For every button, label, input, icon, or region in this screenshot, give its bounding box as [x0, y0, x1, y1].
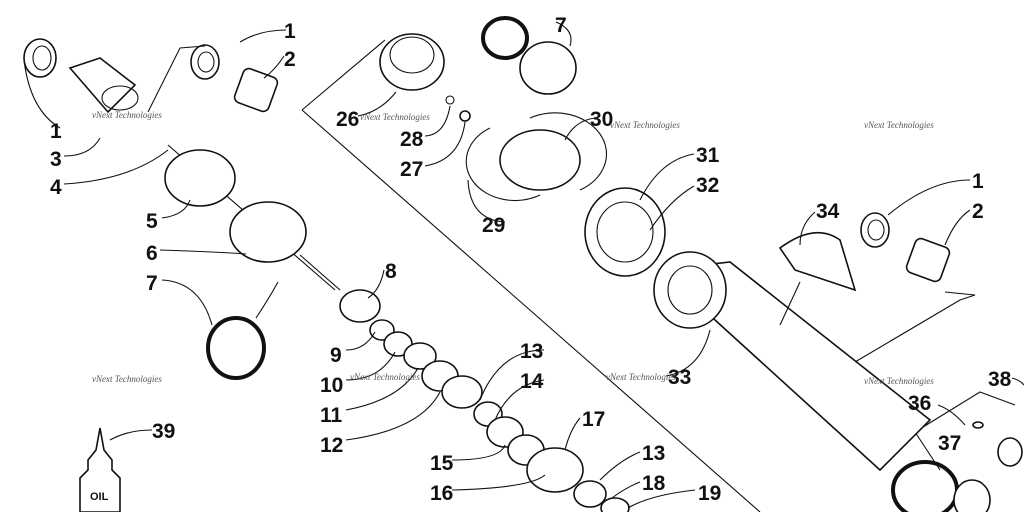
callout-14: 14: [520, 370, 544, 393]
callout-17: 17: [582, 408, 605, 431]
watermark: vNext Technologies: [360, 112, 430, 122]
callout-7-top: 7: [555, 14, 567, 37]
callout-29: 29: [482, 214, 505, 237]
oil-label: OIL: [90, 491, 109, 503]
callout-33: 33: [668, 366, 691, 389]
callout-labels: 1 2 1 3 4 5 6 7 7 8 9 10 11 12 13 14 15 …: [50, 14, 1012, 505]
watermark: vNext Technologies: [92, 110, 162, 120]
watermark: vNext Technologies: [606, 372, 676, 382]
oil-bottle: [79, 427, 121, 512]
callout-1-right: 1: [972, 170, 984, 193]
watermark: vNext Technologies: [864, 376, 934, 386]
watermark: vNext Technologies: [92, 374, 162, 384]
callout-18: 18: [642, 472, 666, 495]
callout-31: 31: [696, 144, 720, 167]
callout-13-lower: 13: [642, 442, 665, 465]
leader-lines: [23, 21, 1024, 509]
o-ring-lower-right: [891, 460, 959, 512]
callout-6: 6: [146, 242, 158, 265]
callout-12: 12: [320, 434, 343, 457]
watermark: vNext Technologies: [610, 120, 680, 130]
spring-body: [653, 251, 932, 472]
callout-1-top: 1: [284, 20, 296, 43]
callout-15: 15: [430, 452, 454, 475]
callout-5: 5: [146, 210, 158, 233]
callout-11: 11: [320, 404, 343, 427]
callout-2-top: 2: [284, 48, 296, 71]
callout-27: 27: [400, 158, 423, 181]
callout-36: 36: [908, 392, 931, 415]
shim-stack: [339, 289, 630, 512]
o-ring-7: [206, 316, 266, 380]
callout-37: 37: [938, 432, 961, 455]
callout-13: 13: [520, 340, 543, 363]
seal-group-upper-left: [23, 38, 279, 114]
callout-32: 32: [696, 174, 719, 197]
callout-38: 38: [988, 368, 1012, 391]
watermark: vNext Technologies: [350, 372, 420, 382]
callout-8: 8: [385, 260, 397, 283]
callout-9: 9: [330, 344, 342, 367]
callout-30: 30: [590, 108, 613, 131]
callout-10: 10: [320, 374, 343, 397]
callout-28: 28: [400, 128, 424, 151]
callout-4: 4: [50, 176, 62, 199]
callout-7-left: 7: [146, 272, 158, 295]
callout-39: 39: [152, 420, 175, 443]
shock-rod-assembly: [164, 144, 341, 291]
seal-group-right: [778, 212, 1023, 512]
callout-26: 26: [336, 108, 359, 131]
callout-19: 19: [698, 482, 721, 505]
callout-1-left: 1: [50, 120, 62, 143]
watermarks: vNext Technologies vNext Technologies vN…: [92, 110, 934, 386]
o-ring-7-upper: [481, 16, 529, 60]
reservoir-cap-group: [379, 16, 666, 277]
callout-2-right: 2: [972, 200, 984, 223]
assembly-frame: [301, 39, 1016, 512]
watermark: vNext Technologies: [864, 120, 934, 130]
callout-3: 3: [50, 148, 62, 171]
callout-34: 34: [816, 200, 840, 223]
callout-16: 16: [430, 482, 453, 505]
